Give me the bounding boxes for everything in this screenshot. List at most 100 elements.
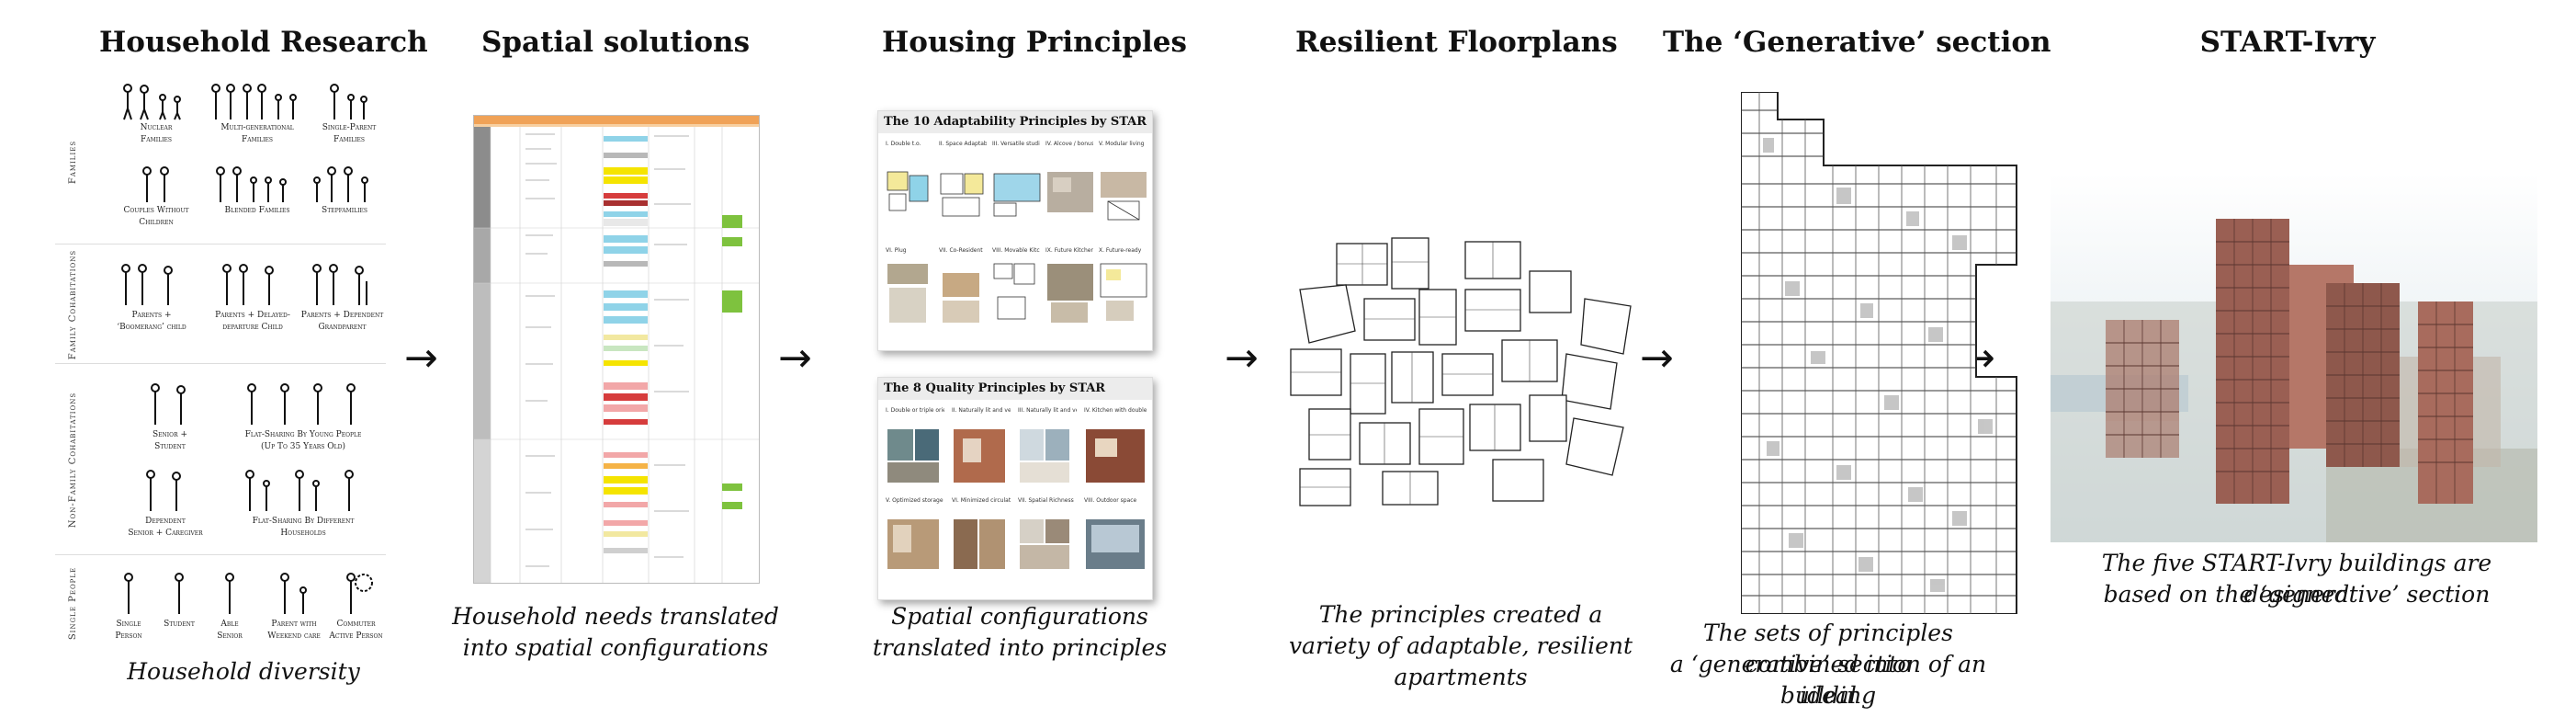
- household-type-boomerang: Parents + ‘Boomerang’ child: [101, 263, 202, 333]
- household-label: Active Person: [326, 631, 386, 642]
- household-type-flat-sharing-young: Flat-Sharing By Young People (Up To 35 Y…: [225, 382, 381, 452]
- arrow-right-icon: →: [778, 338, 812, 379]
- household-group-single-people: Single People Single Person Student Able…: [55, 557, 386, 649]
- caption-section-3: building: [1644, 680, 2012, 711]
- start-ivry-render-image: [2051, 173, 2537, 542]
- household-group-family-cohabitations: Family Cohabitations Parents + ‘Boomeran…: [55, 246, 386, 364]
- household-label: Parents +: [101, 311, 202, 321]
- household-label: Senior +: [129, 430, 211, 440]
- household-label: Weekend care: [257, 631, 331, 642]
- household-label: Parents + Delayed-: [202, 311, 303, 321]
- adaptability-thumbnails: [878, 135, 1154, 352]
- arrow-right-icon: →: [1225, 338, 1259, 379]
- family-figures-icon: [216, 263, 289, 309]
- household-type-nuclear: Nuclear Families: [106, 83, 207, 145]
- title-resilient-floorplans: Resilient Floorplans: [1295, 26, 1599, 59]
- arrow-right-icon: →: [404, 338, 438, 379]
- caption-floorplans-2: variety of adaptable, resilient: [1286, 631, 1635, 662]
- quality-principles-card: The 8 Quality Principles by STAR I. Doub…: [877, 377, 1153, 600]
- household-type-multigenerational: Multi-generational Families: [202, 83, 312, 145]
- family-figures-icon: [115, 83, 198, 121]
- group-label: Non-Family Cohabitations: [55, 366, 92, 554]
- caption-spatial-2: into spatial configurations: [441, 632, 790, 664]
- household-type-dependent-senior: Dependent Senior + Caregiver: [115, 469, 216, 539]
- group-label: Family Cohabitations: [55, 246, 92, 363]
- title-household-research: Household Research: [99, 26, 375, 59]
- title-spatial-solutions: Spatial solutions: [478, 26, 753, 59]
- household-type-single-person: Single Person: [106, 572, 152, 642]
- household-label: Stepfamilies: [303, 206, 386, 216]
- household-label: Parents + Dependent: [299, 311, 386, 321]
- household-label: (Up To 35 Years Old): [225, 442, 381, 452]
- household-type-commuter: Commuter Active Person: [326, 572, 386, 642]
- household-type-delayed-departure: Parents + Delayed- departure Child: [202, 263, 303, 333]
- household-group-non-family: Non-Family Cohabitations Senior + Studen…: [55, 366, 386, 555]
- title-generative-section: The ‘Generative’ section: [1663, 26, 2012, 59]
- household-label: Flat-Sharing By Young People: [225, 430, 381, 440]
- card-title: The 8 Quality Principles by STAR: [878, 378, 1152, 400]
- caption-ivry-2: based on the ‘generative’ section: [2049, 579, 2545, 610]
- household-label: Dependent: [115, 517, 216, 527]
- family-figures-icon: [306, 263, 379, 309]
- caption-spatial-1: Household needs translated: [441, 601, 790, 632]
- single-figure-icon: [274, 572, 314, 618]
- family-figures-icon: [211, 165, 303, 204]
- spatial-configurations-table: [473, 115, 760, 584]
- household-label: Student: [129, 442, 211, 452]
- household-type-flat-sharing-households: Flat-Sharing By Different Households: [230, 469, 377, 539]
- single-figure-icon: [168, 572, 190, 618]
- household-label: Multi-generational: [202, 123, 312, 133]
- household-label: Commuter: [326, 620, 386, 630]
- household-type-dependent-grandparent: Parents + Dependent Grandparent: [299, 263, 386, 333]
- family-figures-icon: [207, 83, 308, 121]
- spatial-table-graphic: [474, 116, 760, 584]
- household-label: Families: [106, 135, 207, 145]
- household-type-parent-weekend: Parent with Weekend care: [257, 572, 331, 642]
- single-figure-icon: [118, 572, 140, 618]
- household-label: Parent with: [257, 620, 331, 630]
- household-type-single-parent: Single-Parent Families: [312, 83, 386, 145]
- family-figures-icon: [322, 83, 377, 121]
- adaptability-principles-card: The 10 Adaptability Principles by STAR I…: [877, 110, 1153, 351]
- group-label: Families: [55, 81, 92, 244]
- floorplans-cluster-drawing: [1282, 234, 1649, 510]
- quality-thumbnails: [878, 402, 1154, 601]
- household-label: Couples Without: [110, 206, 202, 216]
- single-figure-icon: [219, 572, 241, 618]
- household-label: Families: [202, 135, 312, 145]
- single-figure-icon: [338, 572, 375, 618]
- cohabitation-figures-icon: [138, 469, 193, 515]
- household-label: Single: [106, 620, 152, 630]
- household-type-student: Student: [156, 572, 202, 630]
- household-diversity-panel: Families Nuclear Families Multi-generati…: [55, 81, 386, 651]
- household-type-blended: Blended Families: [207, 165, 308, 216]
- title-housing-principles: Housing Principles: [882, 26, 1158, 59]
- household-label: Single-Parent: [312, 123, 386, 133]
- household-label: Families: [312, 135, 386, 145]
- household-group-families: Families Nuclear Families Multi-generati…: [55, 81, 386, 245]
- household-label: Nuclear: [106, 123, 207, 133]
- caption-principles-2: translated into principles: [854, 632, 1185, 664]
- household-label: Households: [230, 529, 377, 539]
- cohabitation-figures-icon: [239, 382, 367, 428]
- household-type-able-senior: Able Senior: [207, 572, 253, 642]
- cohabitation-figures-icon: [239, 469, 367, 515]
- caption-floorplans-1: The principles created a: [1286, 599, 1635, 631]
- household-label: Senior: [207, 631, 253, 642]
- household-label: departure Child: [202, 323, 303, 333]
- caption-household-diversity: Household diversity: [92, 656, 395, 688]
- caption-principles-1: Spatial configurations: [854, 601, 1185, 632]
- couple-figures-icon: [133, 165, 179, 204]
- caption-floorplans-3: apartments: [1286, 662, 1635, 693]
- generative-section-drawing: [1741, 92, 2026, 614]
- household-type-stepfamilies: Stepfamilies: [303, 165, 386, 216]
- family-figures-icon: [115, 263, 188, 309]
- title-start-ivry: START-Ivry: [2150, 26, 2425, 59]
- household-label: ‘Boomerang’ child: [101, 323, 202, 333]
- family-figures-icon: [308, 165, 381, 204]
- household-label: Children: [110, 218, 202, 228]
- card-title: The 10 Adaptability Principles by STAR: [878, 111, 1152, 133]
- cohabitation-figures-icon: [142, 382, 198, 428]
- group-label: Single People: [55, 557, 92, 649]
- household-type-couples: Couples Without Children: [110, 165, 202, 228]
